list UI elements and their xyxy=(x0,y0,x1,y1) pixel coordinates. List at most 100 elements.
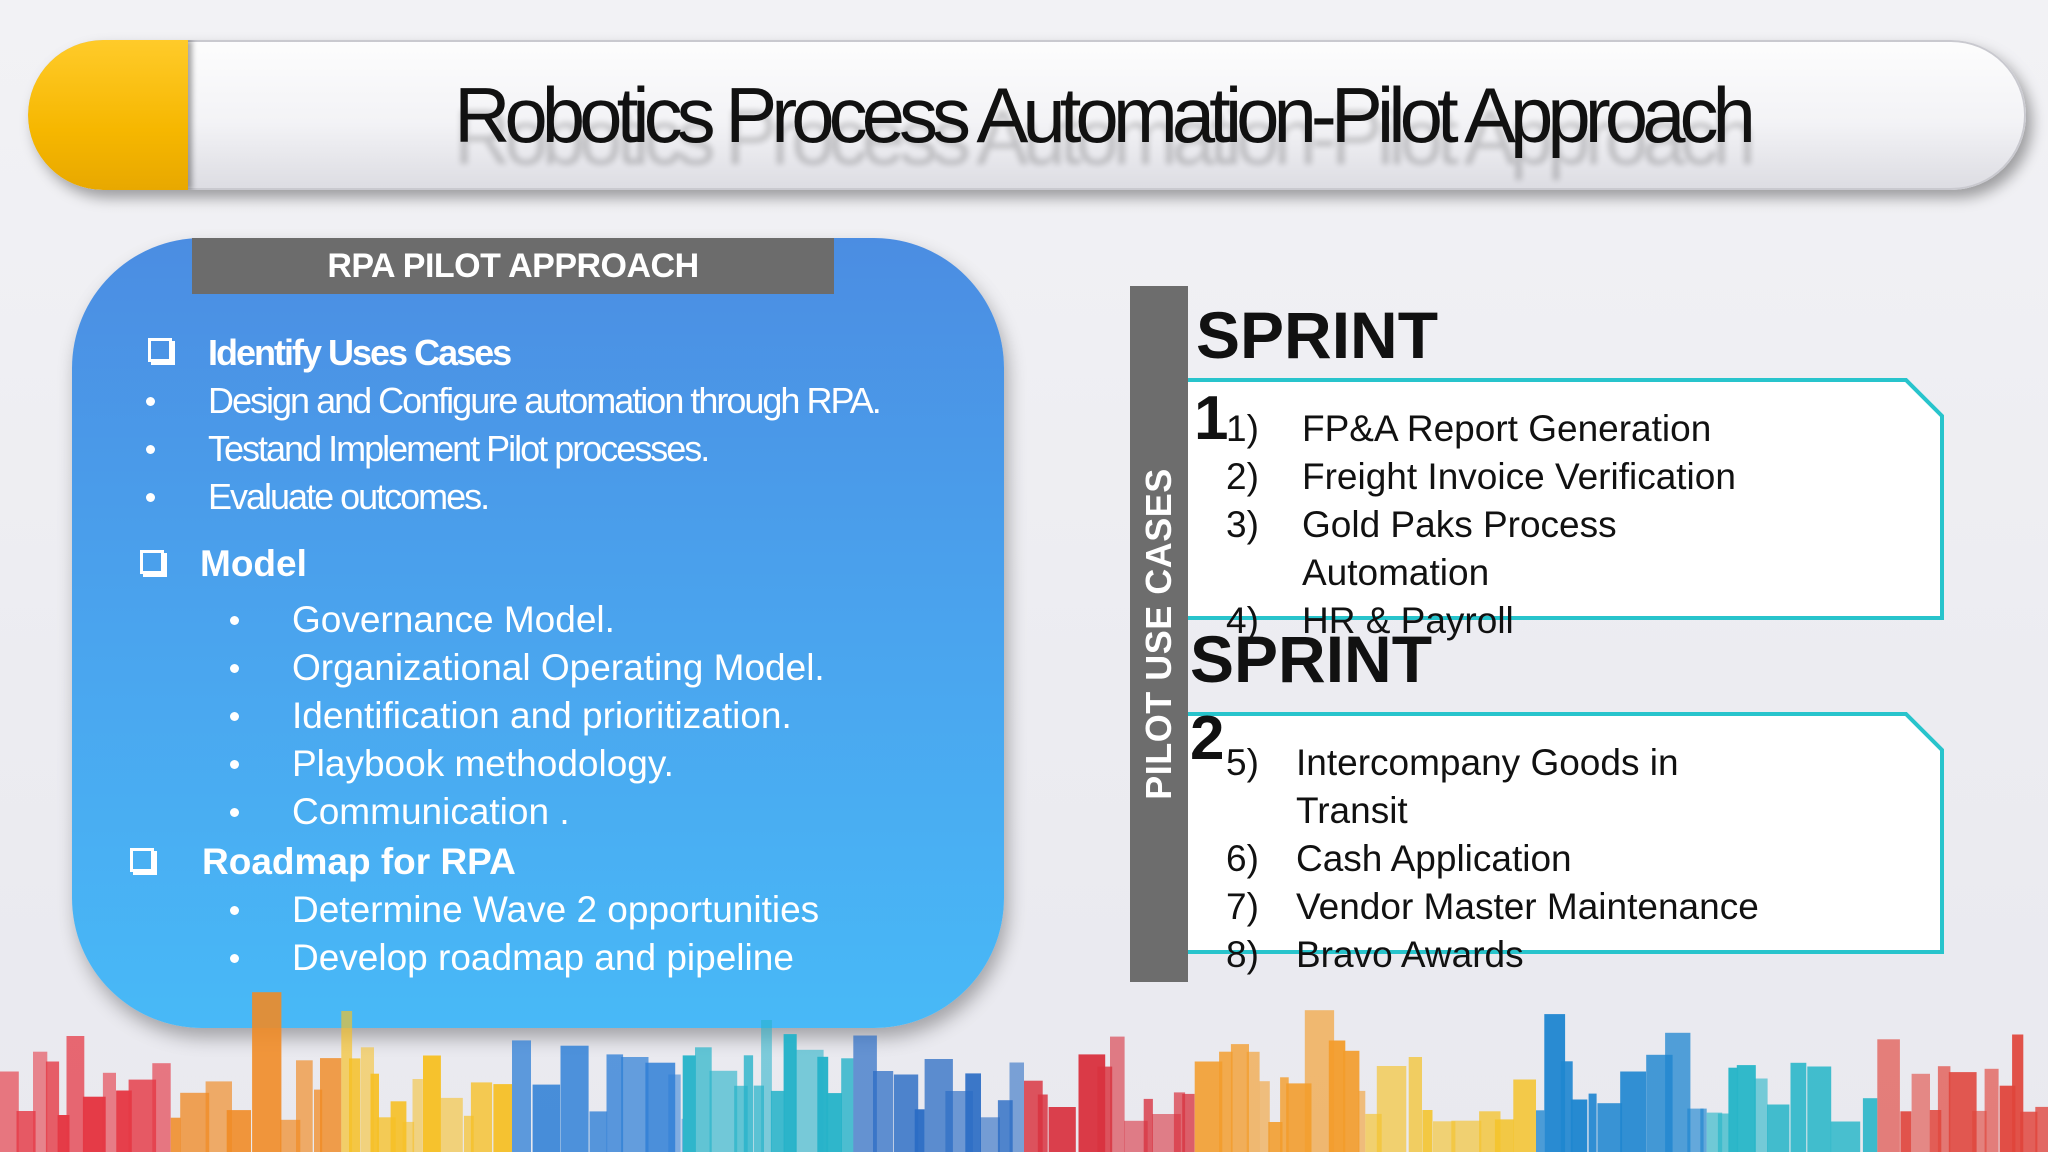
bullet-icon xyxy=(230,906,239,915)
skyline-building xyxy=(1665,1032,1691,1152)
skyline-building xyxy=(1929,1110,1942,1152)
skyline-building xyxy=(1862,1098,1878,1152)
skyline-building xyxy=(1877,1039,1900,1152)
skyline-building xyxy=(743,1055,754,1152)
skyline-building xyxy=(402,1121,415,1152)
skyline-building xyxy=(695,1047,712,1152)
skyline-building xyxy=(681,1118,683,1152)
skyline-building xyxy=(1620,1071,1647,1152)
skyline-building xyxy=(0,1071,19,1152)
skyline-building xyxy=(1219,1051,1233,1152)
use-case-item: Cash Application xyxy=(1296,838,1572,879)
slide-title: Robotics Process Automation-Pilot Approa… xyxy=(454,70,1756,159)
bullet-icon xyxy=(146,493,155,502)
skyline-building xyxy=(1280,1077,1289,1152)
skyline-building xyxy=(1717,1113,1730,1152)
skyline-building xyxy=(532,1084,561,1152)
skyline-building xyxy=(1143,1098,1153,1152)
skyline-building xyxy=(252,992,282,1152)
skyline-building xyxy=(1736,1065,1756,1152)
checkbox-icon xyxy=(140,550,164,574)
skyline-building xyxy=(965,1073,981,1152)
item-number: 7) xyxy=(1226,886,1259,927)
use-case-item: Automation xyxy=(1302,552,1490,593)
skyline-building xyxy=(1358,1090,1366,1152)
checkbox-icon xyxy=(148,338,172,362)
bullet-icon xyxy=(146,397,155,406)
skyline-building xyxy=(1182,1093,1195,1152)
skyline-building xyxy=(1408,1057,1422,1152)
list-item: Governance Model. xyxy=(292,599,615,640)
skyline-building xyxy=(314,1089,323,1152)
skyline-building xyxy=(1343,1050,1360,1152)
skyline-building xyxy=(980,1117,1000,1152)
skyline-building xyxy=(1754,1078,1768,1152)
skyline-building xyxy=(1687,1108,1704,1152)
skyline-building xyxy=(2020,1111,2038,1152)
skyline-building xyxy=(2012,1034,2024,1152)
use-case-item: HR & Payroll xyxy=(1302,600,1514,641)
skyline-building xyxy=(1807,1066,1832,1152)
use-case-item: FP&A Report Generation xyxy=(1302,408,1712,449)
skyline-building xyxy=(82,1096,106,1152)
skyline-building xyxy=(1728,1067,1739,1152)
skyline-building xyxy=(1110,1036,1125,1152)
skyline-building xyxy=(1588,1093,1597,1152)
skyline-building xyxy=(66,1036,85,1152)
approach-panel xyxy=(72,238,1004,1028)
sprint-1-title: SPRINT xyxy=(1196,298,1439,372)
skyline-building xyxy=(1570,1099,1588,1152)
skyline-building xyxy=(753,1085,764,1152)
skyline-building xyxy=(560,1045,589,1152)
skyline-building xyxy=(682,1055,696,1152)
skyline-building xyxy=(423,1055,441,1152)
skyline-building xyxy=(1937,1066,1951,1152)
skyline-building xyxy=(128,1079,157,1152)
sprint-2-number: 2 xyxy=(1190,704,1225,773)
skyline-building xyxy=(1124,1120,1148,1152)
sprint-1-number: 1 xyxy=(1194,384,1229,453)
skyline-building xyxy=(621,1057,649,1152)
bullet-icon xyxy=(230,616,239,625)
skyline-building xyxy=(440,1097,463,1152)
list-item: Design and Configure automation through … xyxy=(208,380,882,421)
skyline-building xyxy=(512,1040,531,1152)
skyline-building xyxy=(180,1092,210,1152)
skyline-building xyxy=(1767,1104,1790,1152)
item-number: 6) xyxy=(1226,838,1259,879)
skyline-building xyxy=(1097,1066,1113,1152)
skyline-building xyxy=(116,1090,132,1152)
item-number: 3) xyxy=(1226,504,1259,545)
skyline-building xyxy=(761,1020,772,1152)
skyline-building xyxy=(1700,1108,1707,1152)
skyline-building xyxy=(1268,1122,1283,1152)
skyline-building xyxy=(390,1101,407,1152)
skyline-building xyxy=(57,1115,70,1152)
item-number: 1) xyxy=(1226,408,1259,449)
skyline-building xyxy=(589,1111,608,1152)
skyline-building xyxy=(102,1072,116,1152)
list-item: Playbook methodology. xyxy=(292,743,674,784)
use-case-item: Freight Invoice Verification xyxy=(1302,456,1736,497)
panel-header: RPA PILOT APPROACH xyxy=(192,238,834,294)
bullet-icon xyxy=(230,808,239,817)
use-case-item: Transit xyxy=(1296,790,1408,831)
item-number: 8) xyxy=(1226,934,1259,975)
pilot-use-cases-label-wrap: PILOT USE CASES xyxy=(1130,286,1188,982)
skyline-building xyxy=(1790,1062,1807,1152)
skyline-building xyxy=(1048,1107,1076,1152)
skyline-building xyxy=(16,1111,36,1152)
skyline-building xyxy=(341,1011,353,1152)
list-item: Organizational Operating Model. xyxy=(292,647,825,688)
use-case-item: Gold Paks Process xyxy=(1302,504,1617,545)
section-heading: Roadmap for RPA xyxy=(202,841,516,882)
bullet-icon xyxy=(146,445,155,454)
skyline-building xyxy=(606,1054,624,1152)
skyline-building xyxy=(1900,1111,1912,1152)
skyline-building xyxy=(1328,1040,1346,1152)
item-number: 5) xyxy=(1226,742,1259,783)
skyline-building xyxy=(1246,1051,1260,1152)
skyline-building xyxy=(1984,1068,1999,1152)
pilot-use-cases-label: PILOT USE CASES xyxy=(1138,468,1179,800)
list-item: Testand Implement Pilot processes. xyxy=(208,428,710,469)
